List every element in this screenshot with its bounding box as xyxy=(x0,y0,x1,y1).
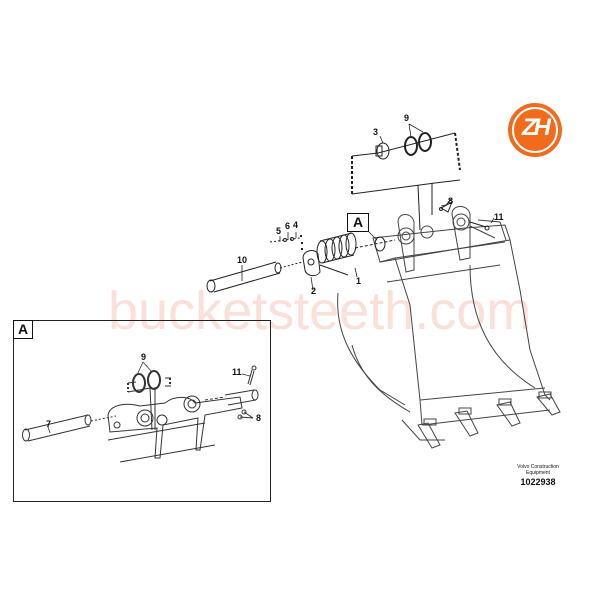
part-2 xyxy=(302,250,321,277)
detail-callout-9: 9 xyxy=(141,352,147,362)
detail-view-a-frame xyxy=(13,320,271,502)
detail-callout-7: 7 xyxy=(46,419,52,429)
bucket-body xyxy=(337,206,561,449)
logo-text: ZH xyxy=(522,114,551,141)
callout-10: 10 xyxy=(237,255,248,265)
callout-11: 11 xyxy=(494,212,504,222)
part-1-shims xyxy=(316,232,357,276)
callout-1: 1 xyxy=(356,276,362,286)
pin-10 xyxy=(206,261,303,293)
zh-logo: ZH xyxy=(508,103,562,157)
detail-section-label-a: A xyxy=(13,320,33,339)
drawing-number: 1022938 xyxy=(520,477,556,487)
detail-bracket-top xyxy=(351,132,461,231)
company-name-line1: Volvo Construction xyxy=(517,464,559,470)
section-label-a: A xyxy=(347,213,369,232)
callout-8: 8 xyxy=(448,196,454,206)
logo-ring xyxy=(512,107,558,153)
callout-6: 6 xyxy=(285,221,291,231)
inset-drawing xyxy=(22,361,259,463)
callout-9: 9 xyxy=(404,113,410,123)
callout-4: 4 xyxy=(293,220,299,230)
detail-callout-11: 11 xyxy=(232,367,242,377)
detail-callout-8: 8 xyxy=(256,413,262,423)
leader-lines xyxy=(241,123,495,291)
callout-3: 3 xyxy=(373,127,379,137)
callout-5: 5 xyxy=(276,226,282,236)
drawing-title-block: Volvo Construction Equipment 1022938 xyxy=(510,464,566,487)
callout-2: 2 xyxy=(311,286,317,296)
company-name-line2: Equipment xyxy=(526,470,550,476)
